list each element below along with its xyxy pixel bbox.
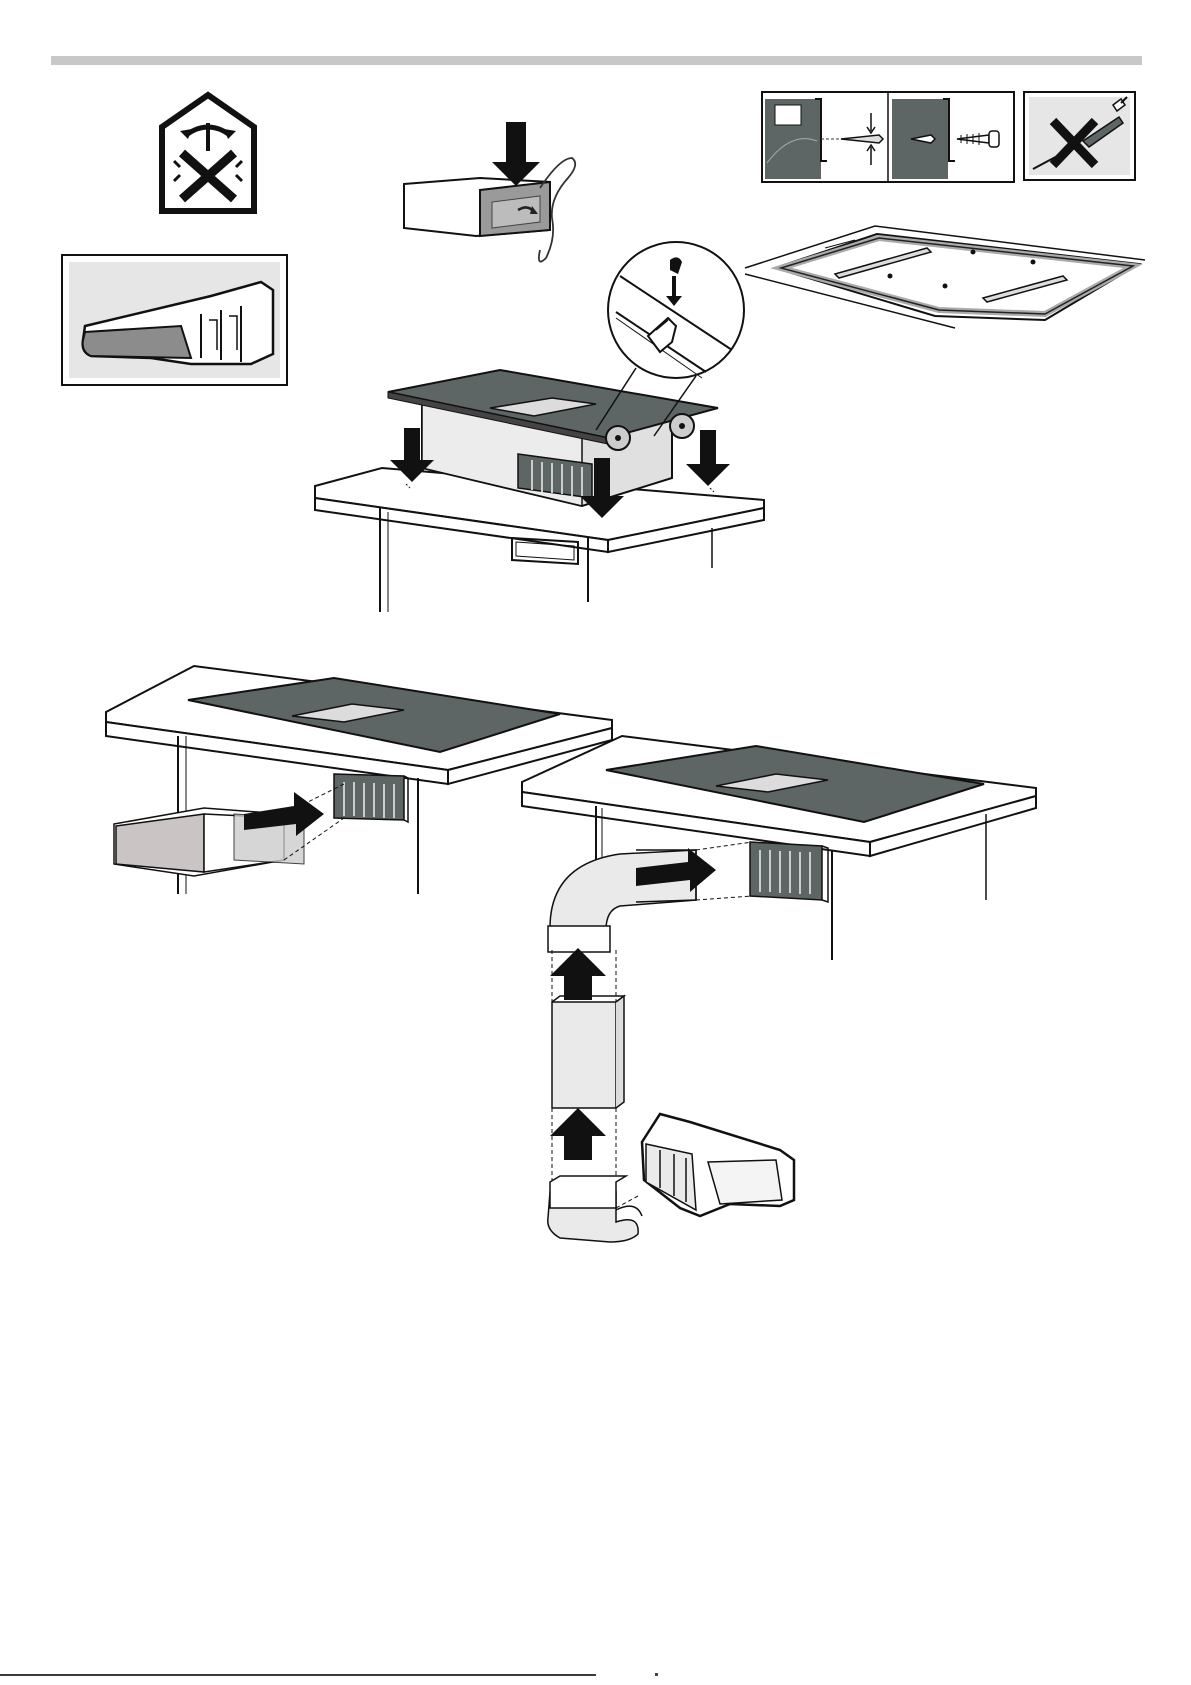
- duct-adapter-icon: [61, 254, 288, 386]
- no-screwdriver-symbol: [1023, 91, 1136, 181]
- up-arrow-icon: [550, 948, 606, 1000]
- no-recirculation-symbol: [158, 91, 258, 215]
- duct-unpacking-illustration: [400, 118, 590, 268]
- footer-rule: [0, 1674, 596, 1676]
- clip-magnifier-detail: [606, 240, 746, 440]
- screwdriver-crossed-icon: [1023, 91, 1136, 181]
- duct-adapter-panel: [61, 254, 288, 386]
- footer-tick: [655, 1673, 658, 1676]
- bracket-icon: [745, 208, 1145, 332]
- header-bar: [51, 56, 1142, 65]
- down-arrow-icon: [492, 122, 540, 186]
- elbow-duct-connection: [520, 730, 1040, 1242]
- clip-icon: [606, 240, 746, 440]
- house-crossed-airflow-icon: [158, 91, 258, 215]
- screw-fixing-detail: [761, 91, 1015, 183]
- cutout-brackets-illustration: [745, 208, 1145, 332]
- up-arrow-icon: [550, 1108, 606, 1160]
- drill-screw-icon: [761, 91, 1015, 183]
